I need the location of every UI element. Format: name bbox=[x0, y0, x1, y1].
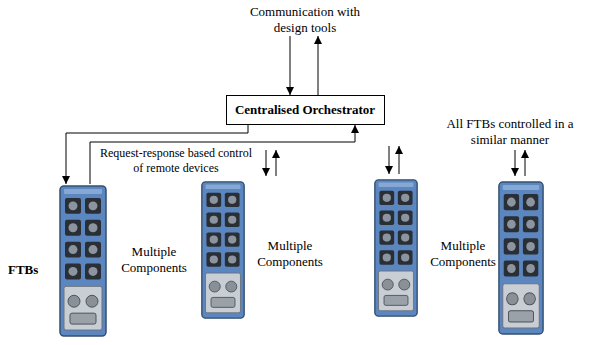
annotation-block: All FTBs controlled in a similar manner bbox=[432, 116, 588, 149]
ftb-device-group: Multiple Components bbox=[373, 178, 419, 318]
annotation-block: Request-response based control of remote… bbox=[98, 146, 254, 176]
annotation-text: Communication with design tools bbox=[250, 4, 360, 35]
annotation-block: Communication with design tools bbox=[235, 4, 375, 37]
request-arrow bbox=[515, 150, 516, 176]
request-arrow bbox=[266, 150, 267, 176]
input-arrow bbox=[290, 36, 291, 95]
ftb-device bbox=[499, 182, 543, 334]
annotation-text: Request-response based control of remote… bbox=[100, 146, 252, 175]
ftb-device bbox=[202, 182, 244, 318]
ftb-device-group: Multiple Components bbox=[200, 180, 246, 320]
node-label: Centralised Orchestrator bbox=[235, 102, 375, 118]
output-arrow bbox=[318, 36, 319, 95]
response-arrow bbox=[276, 150, 277, 176]
request-arrow bbox=[389, 146, 390, 174]
node-label: Multiple Components bbox=[118, 244, 190, 275]
node-label: Multiple Components bbox=[427, 238, 499, 269]
response-arrow bbox=[525, 150, 526, 176]
ftb-device-group: Multiple Components bbox=[58, 184, 108, 338]
annotation-text: FTBs bbox=[8, 262, 38, 277]
node-label: Multiple Components bbox=[254, 238, 326, 269]
annotation-block: FTBs bbox=[8, 262, 52, 278]
ftb-device bbox=[60, 186, 106, 336]
orchestrator-box: Centralised Orchestrator bbox=[226, 95, 385, 125]
ftb-device bbox=[375, 180, 417, 316]
annotation-text: All FTBs controlled in a similar manner bbox=[446, 116, 573, 147]
connector-arrow bbox=[90, 125, 355, 184]
response-arrow bbox=[399, 146, 400, 174]
